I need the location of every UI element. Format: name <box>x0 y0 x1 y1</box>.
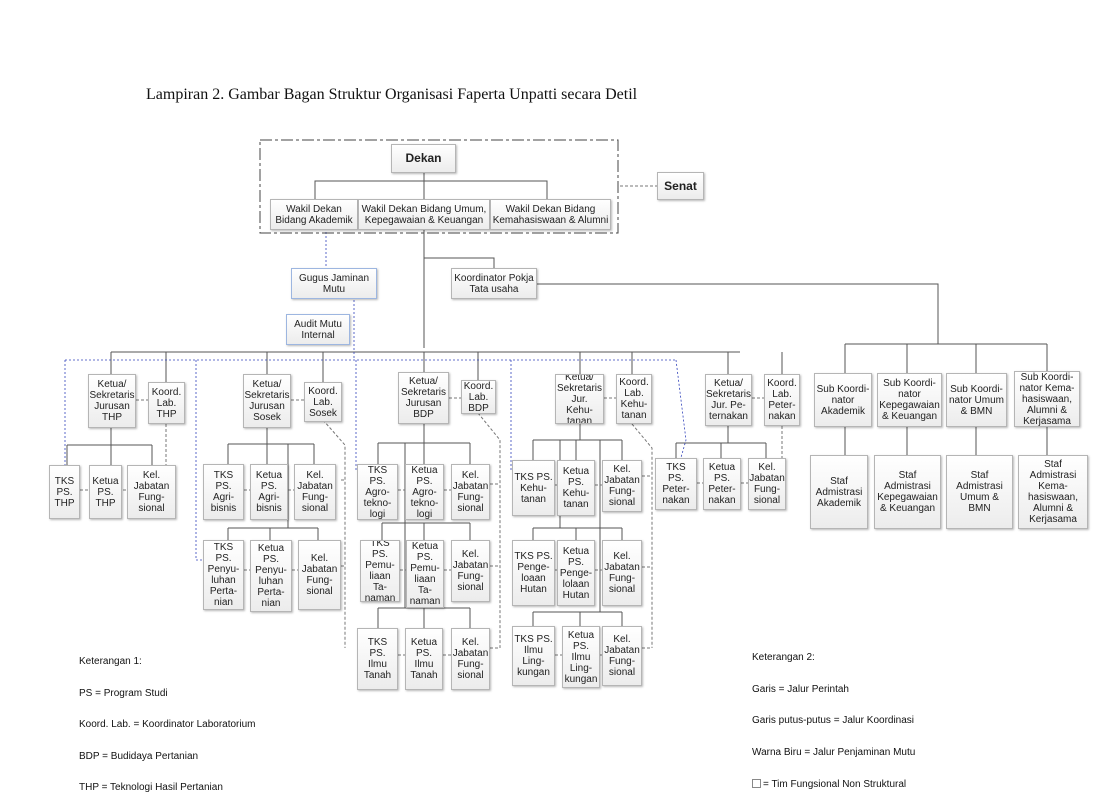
legend-item: BDP = Budidaya Pertanian <box>79 750 199 762</box>
legend-item: Garis = Jalur Perintah <box>752 683 849 695</box>
page-title: Lampiran 2. Gambar Bagan Struktur Organi… <box>146 86 638 103</box>
ketua-ps-kehutanan-box: Ketua PS. Kehu- tanan <box>557 460 595 516</box>
koordinator-pokja-box: Koordinator Pokja Tata usaha <box>451 268 537 299</box>
legend-keterangan-2: Keterangan 2: Garis = Jalur Perintah Gar… <box>752 632 915 801</box>
legend-heading: Keterangan 1: <box>79 656 142 667</box>
ketua-jurusan-bdp-box: Ketua/ Sekretaris Jurusan BDP <box>398 372 449 424</box>
sub-koordinator-akademik-box: Sub Koordi- nator Akademik <box>814 373 872 427</box>
staf-bmn-box: Staf Admistrasi Umum & BMN <box>946 455 1013 529</box>
legend-item: THP = Teknologi Hasil Pertanian <box>79 782 223 793</box>
koord-lab-thp-box: Koord. Lab. THP <box>148 382 185 424</box>
kel-jabatan-fungsional-box: Kel. Jabatan Fung- sional <box>602 460 642 512</box>
koord-lab-kehutanan-box: Koord. Lab. Kehu- tanan <box>616 374 652 424</box>
koord-lab-bdp-box: Koord. Lab. BDP <box>461 380 496 414</box>
wakil-dekan-akademik-box: Wakil Dekan Bidang Akademik <box>270 199 358 230</box>
kel-jabatan-fungsional-box: Kel. Jabatan Fung- sional <box>451 628 490 690</box>
sub-koordinator-kepegawaian-box: Sub Koordi- nator Kepegawaian & Keuangan <box>877 373 942 427</box>
connector-lines <box>64 139 1048 656</box>
tks-ps-thp-box: TKS PS. THP <box>49 465 80 519</box>
ketua-jurusan-sosek-box: Ketua/ Sekretaris Jurusan Sosek <box>243 374 291 428</box>
legend-box-label: = Tim Fungsional Non Struktural <box>763 779 907 790</box>
ketua-ps-agroteknologi-box: Ketua PS. Agro- tekno- logi <box>405 464 444 520</box>
kel-jabatan-fungsional-box: Kel. Jabatan Fung- sional <box>451 540 490 602</box>
tks-ps-penyuluhan-pertanian-box: TKS PS. Penyu- luhan Perta- nian <box>203 540 244 610</box>
wakil-dekan-kemahasiswaan-box: Wakil Dekan Bidang Kemahasiswaan & Alumn… <box>490 199 611 230</box>
legend-item: Warna Biru = Jalur Penjaminan Mutu <box>752 746 916 758</box>
kel-jabatan-fungsional-box: Kel. Jabatan Fung- sional <box>127 465 176 519</box>
legend-item-box: = Tim Fungsional Non Struktural <box>752 779 915 791</box>
gugus-jaminan-mutu-box: Gugus Jaminan Mutu <box>291 268 377 299</box>
tks-ps-agroteknologi-box: TKS PS. Agro- tekno- logi <box>357 464 398 520</box>
ketua-ps-agribisnis-box: Ketua PS. Agri- bisnis <box>250 464 288 520</box>
sub-koordinator-bmn-box: Sub Koordi- nator Umum & BMN <box>946 373 1007 427</box>
legend-keterangan-1: Keterangan 1: PS = Program Studi Koord. … <box>79 636 256 804</box>
kel-jabatan-fungsional-box: Kel. Jabatan Fung- sional <box>294 464 336 520</box>
audit-mutu-internal-box: Audit Mutu Internal <box>286 314 350 345</box>
legend-item: Garis putus-putus = Jalur Koordinasi <box>752 715 915 726</box>
tks-ps-kehutanan-box: TKS PS. Kehu- tanan <box>512 460 555 516</box>
staf-kepegawaian-box: Staf Admistrasi Kepegawaian & Keuangan <box>874 455 941 529</box>
kel-jabatan-fungsional-box: Kel. Jabatan Fung- sional <box>298 540 341 610</box>
ketua-ps-ilmu-tanah-box: Ketua PS. Ilmu Tanah <box>405 628 443 690</box>
legend-item: Koord. Lab. = Koordinator Laboratorium <box>79 719 256 730</box>
staf-akademik-box: Staf Admistrasi Akademik <box>810 455 868 529</box>
tks-ps-pengelolaan-hutan-box: TKS PS. Penge- loaan Hutan <box>512 540 555 606</box>
sub-koordinator-kemahasiswaan-box: Sub Koordi- nator Kema- hasiswaan, Alumn… <box>1014 371 1080 427</box>
staf-kemahasiswaan-box: Staf Admistrasi Kema- hasiswaan, Alumni … <box>1018 455 1088 529</box>
ketua-ps-thp-box: Ketua PS. THP <box>89 465 122 519</box>
ketua-ps-peternakan-box: Ketua PS. Peter- nakan <box>703 458 741 510</box>
ketua-ps-penyuluhan-pertanian-box: Ketua PS. Penyu- luhan Perta- nian <box>250 540 292 612</box>
kel-jabatan-fungsional-box: Kel. Jabatan Fung- sional <box>602 540 642 606</box>
tks-ps-peternakan-box: TKS PS. Peter- nakan <box>655 458 697 510</box>
senat-box: Senat <box>657 172 704 200</box>
kel-jabatan-fungsional-box: Kel. Jabatan Fung- sional <box>451 464 490 520</box>
dekan-box: Dekan <box>391 144 456 173</box>
kel-jabatan-fungsional-box: Kel. Jabatan Fung- sional <box>748 458 786 510</box>
tks-ps-agribisnis-box: TKS PS. Agri- bisnis <box>203 464 244 520</box>
kel-jabatan-fungsional-box: Kel. Jabatan Fung- sional <box>602 626 642 686</box>
wakil-dekan-umum-box: Wakil Dekan Bidang Umum, Kepegawaian & K… <box>358 199 490 230</box>
tks-ps-ilmu-lingkungan-box: TKS PS. Ilmu Ling- kungan <box>512 626 555 686</box>
koord-lab-sosek-box: Koord. Lab. Sosek <box>304 382 342 422</box>
tks-ps-ilmu-tanah-box: TKS PS. Ilmu Tanah <box>357 628 398 690</box>
koord-lab-peternakan-box: Koord. Lab. Peter- nakan <box>764 374 800 426</box>
legend-heading: Keterangan 2: <box>752 652 815 663</box>
tks-ps-pemuliaan-tanaman-box: TKS PS. Pemu- liaan Ta- naman <box>360 540 400 602</box>
ketua-jurusan-peternakan-box: Ketua/ Sekretaris Jur. Pe- ternakan <box>705 374 752 426</box>
ketua-jurusan-thp-box: Ketua/ Sekretaris Jurusan THP <box>88 374 136 428</box>
ketua-ps-ilmu-lingkungan-box: Ketua PS. Ilmu Ling- kungan <box>562 626 600 688</box>
ketua-jurusan-kehutanan-box: Ketua/ Sekretaris Jur. Kehu- tanan <box>555 374 604 424</box>
ketua-ps-pengelolaan-hutan-box: Ketua PS. Penge- lolaan Hutan <box>557 540 595 606</box>
legend-item: PS = Program Studi <box>79 687 168 699</box>
ketua-ps-pemuliaan-tanaman-box: Ketua PS. Pemu- liaan Ta- naman <box>406 540 444 608</box>
